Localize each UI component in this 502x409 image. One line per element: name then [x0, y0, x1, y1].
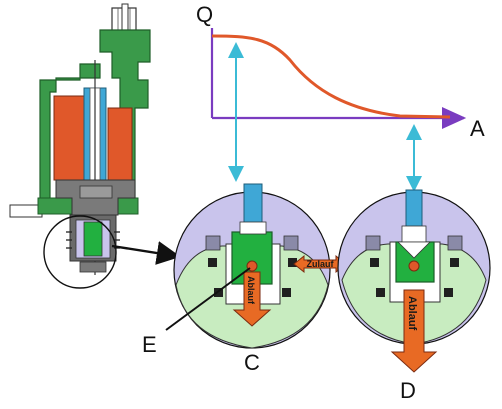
point-e-label: E [142, 332, 157, 357]
detail-view-c: Ablauf E C [142, 183, 331, 375]
flow-curve-graph: Q A [196, 2, 485, 141]
ablauf-arrow-c [232, 271, 272, 327]
flow-curve [211, 34, 451, 119]
ablauf-d-label: Ablauf [406, 296, 418, 331]
zulauf-label: Zulauf [307, 259, 335, 269]
pointer-e-line [165, 267, 251, 331]
detail-link-arrow [111, 241, 181, 265]
coil-right [107, 107, 133, 181]
coil-left [53, 95, 85, 181]
view-d-label: D [400, 378, 416, 403]
ablauf-c-label: Ablauf [246, 276, 256, 305]
axis-a-label: A [470, 116, 485, 141]
orifice-d [408, 260, 420, 272]
ablauf-arrow-d [390, 289, 438, 373]
axis-q-label: Q [196, 2, 213, 27]
magnifier-circle [43, 215, 117, 289]
detail-view-d: Ablauf D [337, 189, 491, 403]
view-c-label: C [244, 350, 260, 375]
solenoid-cross-section [9, 3, 151, 289]
